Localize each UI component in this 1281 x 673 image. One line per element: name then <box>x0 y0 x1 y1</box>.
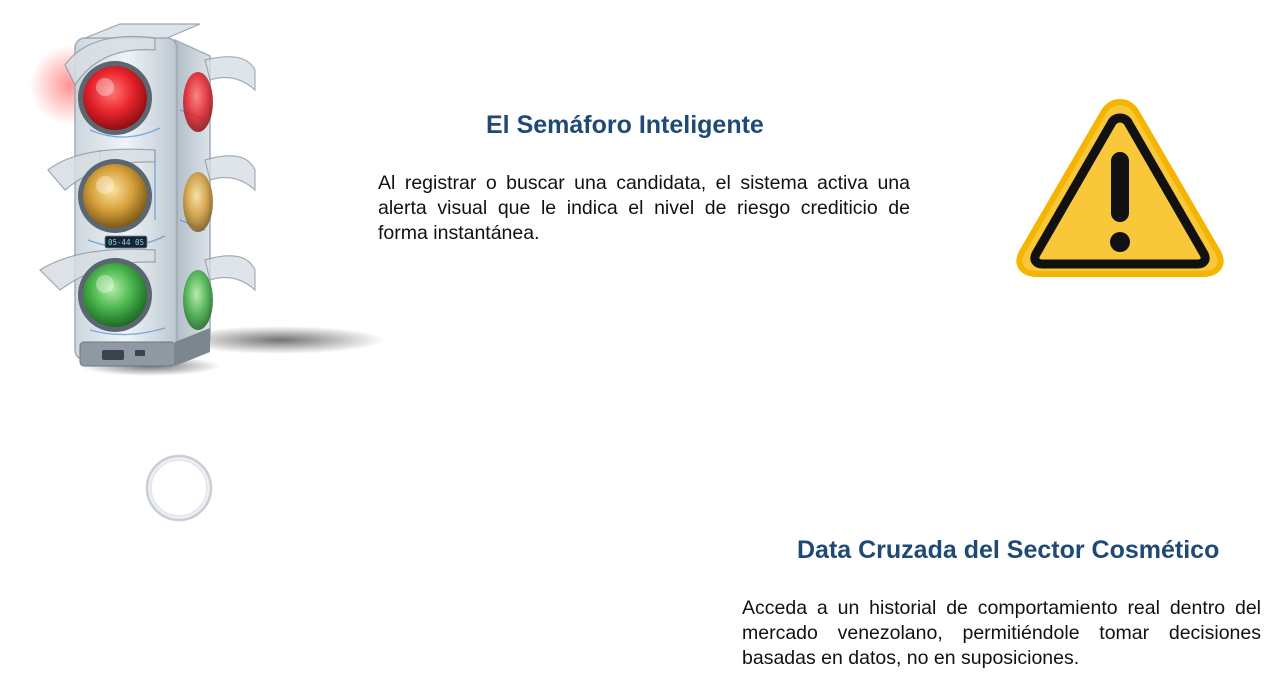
section-title-data-cruzada: Data Cruzada del Sector Cosmético <box>797 536 1220 564</box>
traffic-light-display: 05-44 05 <box>108 238 144 247</box>
warning-triangle-icon <box>1016 99 1224 277</box>
traffic-light-icon: 05-44 05 <box>30 23 385 376</box>
section-title-semaforo: El Semáforo Inteligente <box>486 111 764 139</box>
circle-outline-icon <box>145 454 213 522</box>
section-body-data-cruzada: Acceda a un historial de comportamiento … <box>742 597 1261 669</box>
section-body-semaforo: Al registrar o buscar una candidata, el … <box>378 172 910 244</box>
